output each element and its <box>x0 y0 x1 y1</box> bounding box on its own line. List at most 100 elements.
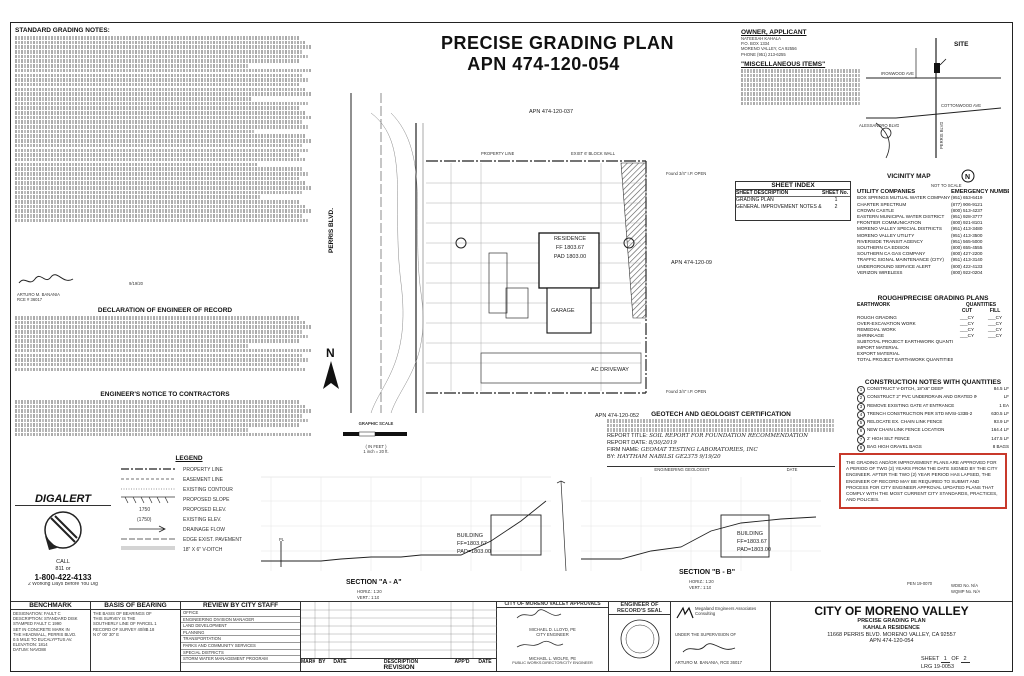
rough-item: ROUGH GRADING <box>857 314 897 320</box>
section-b-title: SECTION "B - B" <box>679 569 736 576</box>
revision-box: MARK BY DATE DESCRIPTION APP'D DATE REVI… <box>301 602 497 671</box>
geotech-col-date: DATE <box>786 467 798 473</box>
construction-number: 6 <box>857 427 865 436</box>
street-alessandro: ALESSANDRO BLVD <box>859 123 900 128</box>
rough-item: TOTAL PROJECT EARTHWORK QUANTITIES <box>857 356 953 362</box>
revision-grid <box>301 602 497 658</box>
graphic-scale-bar <box>343 431 407 437</box>
digalert-phone: 1-800-422-4133 <box>34 572 92 582</box>
section-b-scale-v: VERT.: 1:10 <box>689 585 712 590</box>
utility-name: MORENO VALLEY UTILITY <box>857 232 915 238</box>
project-name: KAHALA RESIDENCE <box>863 624 920 631</box>
utility-number: (951) 653-6419 <box>951 195 983 201</box>
residence-ff: FF 1803.67 <box>555 245 585 251</box>
basis-line: N 0° 00' 30" E <box>93 631 120 637</box>
section-a-pad: PAD=1803.00 <box>457 549 491 555</box>
wdid-label: WDID No. <box>951 583 970 588</box>
graphic-scale-title: GRAPHIC SCALE <box>358 421 394 426</box>
construction-number: 5 <box>857 419 865 428</box>
firm-name: Megaland Engineers Associates Consulting <box>695 606 757 617</box>
apn-east-label: APN 474-120-09 <box>671 260 712 266</box>
rough-fill: ___CY <box>987 332 1003 338</box>
svg-text:N: N <box>965 174 970 181</box>
utility-number: (951) 565-5000 <box>951 238 983 244</box>
graphic-scale-inch: 1 inch = 20 ft. <box>363 449 389 455</box>
cross-sections <box>261 476 821 572</box>
approval-period-notice: THE GRADING AND/OR IMPROVEMENT PLANS ARE… <box>839 453 1007 509</box>
grading-plan-sheet: STANDARD GRADING NOTES: ARTURO M. BANANI… <box>10 22 1013 672</box>
utility-row: SOUTHERN CA EDISON(800) 655-4555 <box>857 245 1009 251</box>
digalert-title: DIGALERT <box>15 493 111 506</box>
utility-row: FRONTIER COMMUNICATION (800) 921-8101 <box>857 220 1009 226</box>
sheet-index-desc: GENERAL IMPROVEMENT NOTES & CONDITIONS O… <box>736 203 822 210</box>
owner-line-2: P.O. BOX 1334 <box>741 41 770 47</box>
construction-text: CONSTRUCT 2" PVC UNDERDRAIN AND GRATED I… <box>867 394 977 400</box>
construction-quantity: 630.5 LF <box>991 410 1009 416</box>
geotech-certification: GEOTECH AND GEOLOGIST CERTIFICATION REPO… <box>607 411 835 493</box>
rough-item: EXPORT MATERIAL <box>857 350 900 356</box>
utility-row: BOX SPRINGS MUTUAL WATER COMPANY(951) 65… <box>857 195 1009 201</box>
rough-row: OVER-EXCAVATION WORK___CY___CY <box>857 321 1009 327</box>
legend-item: EASEMENT LINE <box>183 477 223 483</box>
owner-line-3: MORENO VALLEY, CA 92556 <box>741 46 797 52</box>
revision-label: REVISION <box>383 664 415 671</box>
construction-number: 7 <box>857 435 865 445</box>
utility-name: FRONTIER COMMUNICATION <box>857 220 922 226</box>
sheet-index-header: SHEET INDEX <box>736 182 850 190</box>
utility-row: VERIZON WIRELESS(800) 922-0204 <box>857 270 1009 276</box>
geotech-sign-date: 9/19/20 <box>699 453 721 460</box>
geotech-firm-value: GEOMAT TESTING LABORATORIES, INC <box>640 446 758 453</box>
utility-number: (800) 921-8101 <box>951 220 983 226</box>
utility-name: TRAFFIC SIGNAL MAINTENANCE (CITY) <box>857 257 944 263</box>
utility-number: (877) 906-9121 <box>951 201 983 207</box>
benchmark-line: THE HEADWALL, PERRIS BLVD. <box>13 631 77 637</box>
geotech-date-label: REPORT DATE: <box>607 439 648 446</box>
plan-title: PRECISE GRADING PLAN <box>441 33 675 53</box>
standard-notes-header: STANDARD GRADING NOTES: <box>15 27 110 34</box>
rough-fill: ___CY <box>987 326 1003 332</box>
street-perris: PERRIS BLVD <box>939 121 944 149</box>
signature-name: ARTURO M. BANANIA <box>17 292 60 297</box>
rough-cut: ___CY <box>959 314 975 320</box>
sheet-index-no: 1 <box>834 197 838 204</box>
owner-header: OWNER, APPLICANT <box>741 29 807 36</box>
construction-text: REMOVE EXISTING GATE AT ENTRANCE <box>867 402 955 408</box>
benchmark-line: DATUM: NAVD88 <box>13 647 46 653</box>
utility-row: CROWN CASTLE(800) 513-4237 <box>857 208 1009 214</box>
utility-number: (951) 413-3140 <box>951 257 983 263</box>
site-label: SITE <box>954 41 969 48</box>
review-row: LAND DEVELOPMENT <box>181 623 300 630</box>
wdid-value: N/A <box>971 583 978 588</box>
lrg-number: LRG 19-0053 <box>921 664 955 670</box>
legend-header: LEGEND <box>175 455 203 462</box>
standard-notes-text <box>15 36 315 223</box>
project-apn: APN 474-120-054 <box>869 638 914 645</box>
approvals-name-1: MICHAEL D. LLOYD, PE <box>529 627 576 633</box>
engineers-notice-to-contractors: ENGINEER'S NOTICE TO CONTRACTORS <box>15 391 315 449</box>
graphic-scale: GRAPHIC SCALE ( IN FEET ) 1 inch = 20 ft… <box>341 421 411 455</box>
city-name: CITY OF MORENO VALLEY <box>814 604 969 618</box>
plan-type: PRECISE GRADING PLAN <box>857 618 926 624</box>
utility-number: (800) 427-2200 <box>951 251 983 257</box>
legend-item: PROPOSED SLOPE <box>183 497 230 503</box>
review-row: ENGINEERING DIVISION MANAGER <box>181 617 300 624</box>
sheet-index-col-no: SHEET No. <box>822 190 849 196</box>
approval-notice-text: THE GRADING AND/OR IMPROVEMENT PLANS ARE… <box>846 460 998 503</box>
signature-mark <box>18 274 74 284</box>
engineer-seal-box: ENGINEER OF RECORD'S SEAL <box>609 602 671 671</box>
rough-item: SUBTOTAL PROJECT EARTHWORK QUANTITIES <box>857 338 953 344</box>
supervision-label: UNDER THE SUPERVISION OF <box>675 632 737 637</box>
section-a-scale-h: HORIZ.: 1:20 <box>357 589 382 594</box>
utility-number: (951) 413-3480 <box>951 226 983 232</box>
geotech-title-value: SOIL REPORT FOR FOUNDATION RECOMMENDATIO… <box>649 433 809 440</box>
sheet-index-no: 2 <box>834 203 838 210</box>
geotech-header: GEOTECH AND GEOLOGIST CERTIFICATION <box>651 411 791 418</box>
wqmp-value: N/A <box>973 589 981 594</box>
supervisor-signature <box>682 643 736 653</box>
